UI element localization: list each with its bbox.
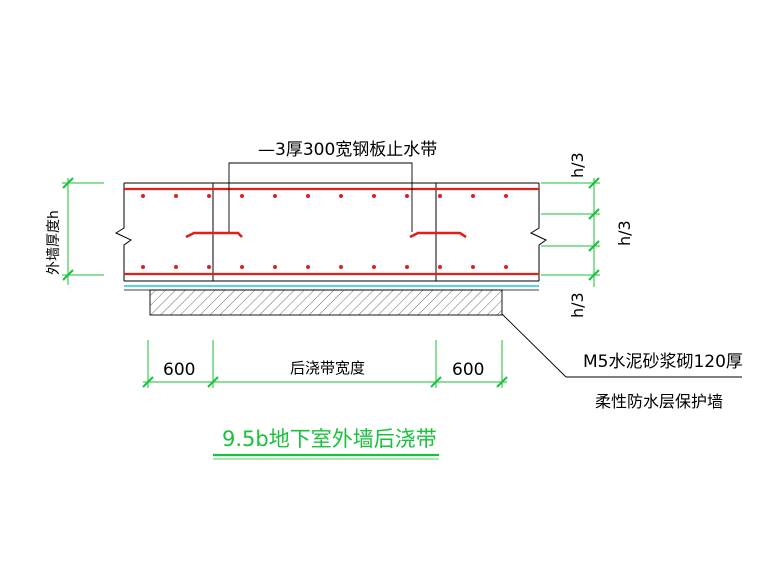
wall-thickness-dim	[62, 177, 104, 285]
h3-dim-chain	[541, 177, 600, 287]
mortar-leader	[501, 313, 742, 378]
rebar-dot	[306, 265, 310, 269]
h3-bot-label: h/3	[568, 292, 587, 318]
rebar-dot	[339, 265, 343, 269]
h3-top-label: h/3	[568, 152, 587, 178]
rebar-dot	[207, 194, 211, 198]
rebar-dot	[471, 265, 475, 269]
protect-wall-label: 柔性防水层保护墙	[595, 392, 723, 411]
rebar-dot	[141, 265, 145, 269]
rebar-dot	[372, 194, 376, 198]
rebar-dot	[141, 194, 145, 198]
drawing-title: 9.5b地下室外墙后浇带	[222, 427, 437, 451]
rebar-dot	[405, 194, 409, 198]
mortar-label: M5水泥砂浆砌120厚	[583, 352, 743, 372]
rebar-dot	[372, 265, 376, 269]
wall-thickness-label: 外墙厚度h	[46, 210, 62, 275]
band-width-dim-chain	[142, 340, 508, 388]
rebar-dot	[306, 194, 310, 198]
protection-wall	[149, 289, 503, 316]
rebar-dot	[438, 265, 442, 269]
rebar-dot	[273, 265, 277, 269]
distribution-bars	[141, 194, 508, 269]
rebar-dot	[339, 194, 343, 198]
waterstop-plate	[185, 162, 467, 239]
rebar-dot	[504, 194, 508, 198]
rebar-dot	[438, 194, 442, 198]
rebar-dot	[240, 265, 244, 269]
rebar-dot	[240, 194, 244, 198]
wall-section	[114, 182, 547, 282]
dim-left-label: 600	[163, 360, 195, 380]
rebar-dot	[405, 265, 409, 269]
rebar-dot	[174, 265, 178, 269]
rebar-dot	[504, 265, 508, 269]
rebar-dot	[207, 265, 211, 269]
waterproof-membrane	[124, 285, 539, 291]
dim-mid-label: 后浇带宽度	[290, 359, 365, 377]
rebar-group	[124, 187, 539, 276]
waterstop-label: —3厚300宽钢板止水带	[258, 140, 437, 160]
rebar-dot	[471, 194, 475, 198]
rebar-dot	[174, 194, 178, 198]
h3-mid-label: h/3	[615, 220, 634, 246]
rebar-dot	[273, 194, 277, 198]
dim-right-label: 600	[452, 360, 484, 380]
